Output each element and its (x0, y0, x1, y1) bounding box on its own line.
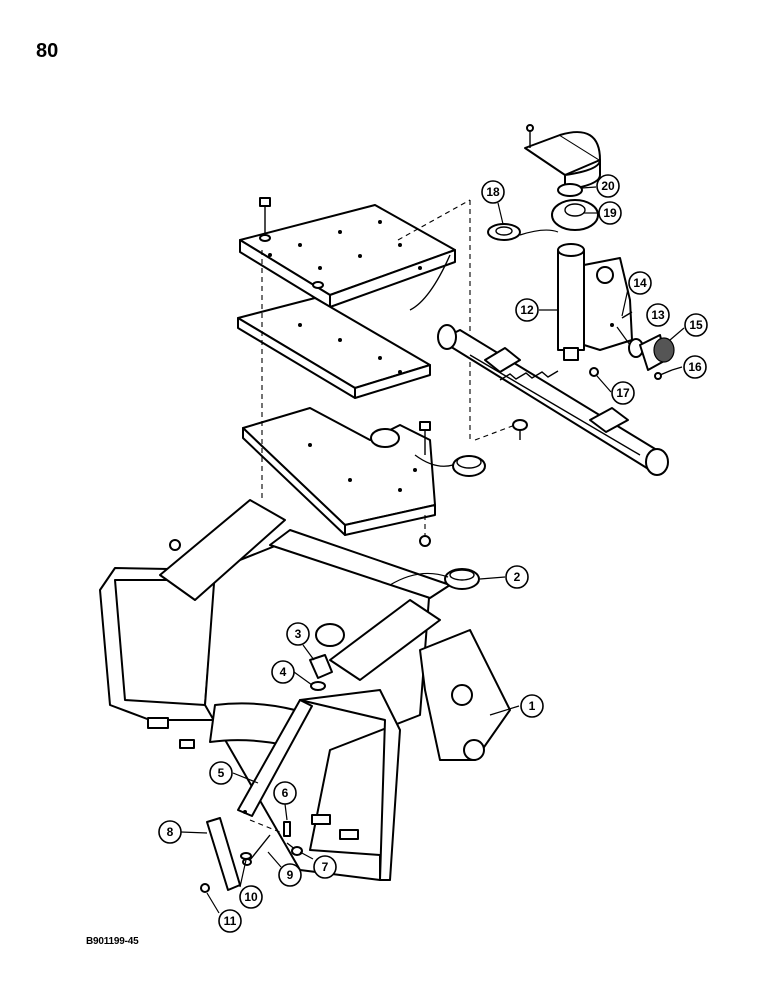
callout-20: 20 (596, 174, 620, 198)
capscrew-16 (654, 369, 673, 380)
figure-code: B901199-45 (86, 936, 139, 947)
rack-cylinder (437, 324, 669, 476)
svg-text:18: 18 (486, 185, 500, 199)
svg-text:15: 15 (689, 318, 703, 332)
cover-cap (524, 131, 601, 191)
callout-13: 13 (646, 303, 670, 327)
page-number: 80 (36, 40, 59, 62)
svg-text:7: 7 (322, 860, 329, 874)
callout-8: 8 (158, 820, 182, 844)
link-bolt (242, 834, 271, 866)
frame-seal-ring (444, 568, 480, 590)
latch (309, 654, 333, 679)
callout-15: 15 (684, 313, 708, 337)
rack-bolt (512, 419, 528, 440)
callout-4: 4 (271, 660, 295, 684)
callout-10: 10 (239, 885, 263, 909)
svg-text:20: 20 (601, 179, 615, 193)
callout-6: 6 (273, 781, 297, 805)
svg-text:11: 11 (224, 914, 237, 928)
lock-nut (200, 883, 210, 893)
top-plate (239, 204, 456, 311)
svg-text:1: 1 (529, 699, 536, 713)
callout-7: 7 (313, 855, 337, 879)
pinion-gear (551, 199, 599, 231)
left-step-plate (159, 499, 286, 601)
snap-ring (557, 183, 583, 197)
svg-text:4: 4 (280, 665, 287, 679)
callout-5: 5 (209, 761, 233, 785)
leader-lines (180, 186, 685, 914)
callout-19: 19 (598, 201, 622, 225)
callout-14: 14 (628, 271, 652, 295)
svg-text:3: 3 (295, 627, 302, 641)
svg-text:13: 13 (651, 308, 665, 322)
pinion-shaft (557, 243, 585, 361)
svg-text:12: 12 (520, 303, 534, 317)
svg-text:17: 17 (616, 386, 630, 400)
callout-18: 18 (481, 180, 505, 204)
link-plate (206, 817, 241, 891)
callout-1: 1 (520, 694, 544, 718)
callout-2: 2 (505, 565, 529, 589)
svg-text:5: 5 (218, 766, 225, 780)
spring-clip (310, 681, 326, 691)
svg-text:2: 2 (514, 570, 521, 584)
callout-9: 9 (278, 863, 302, 887)
svg-text:9: 9 (287, 868, 294, 882)
callout-11: 11 (218, 909, 242, 933)
svg-text:10: 10 (244, 890, 258, 904)
pinion-bracket (583, 257, 633, 351)
frame-nut (169, 535, 431, 551)
svg-text:6: 6 (282, 786, 289, 800)
spacer-pin (283, 821, 291, 837)
bottom-plate (242, 407, 436, 536)
thrust-washer (487, 223, 521, 241)
callout-17: 17 (611, 381, 635, 405)
plate-bolt (259, 197, 431, 455)
pin (621, 311, 633, 319)
right-step-plate (329, 599, 441, 681)
callout-3: 3 (286, 622, 310, 646)
svg-text:8: 8 (167, 825, 174, 839)
svg-text:16: 16 (688, 360, 702, 374)
rack-seal-ring (452, 455, 486, 477)
callout-16: 16 (683, 355, 707, 379)
cap-screw (526, 124, 534, 148)
washer (240, 852, 252, 860)
svg-text:19: 19 (603, 206, 617, 220)
middle-plate (237, 297, 431, 399)
control-rod (237, 699, 313, 817)
clevis-pin (286, 842, 303, 856)
svg-text:14: 14 (633, 276, 647, 290)
nut-17 (589, 367, 599, 377)
bearing-cup (639, 334, 675, 371)
callout-12: 12 (515, 298, 539, 322)
